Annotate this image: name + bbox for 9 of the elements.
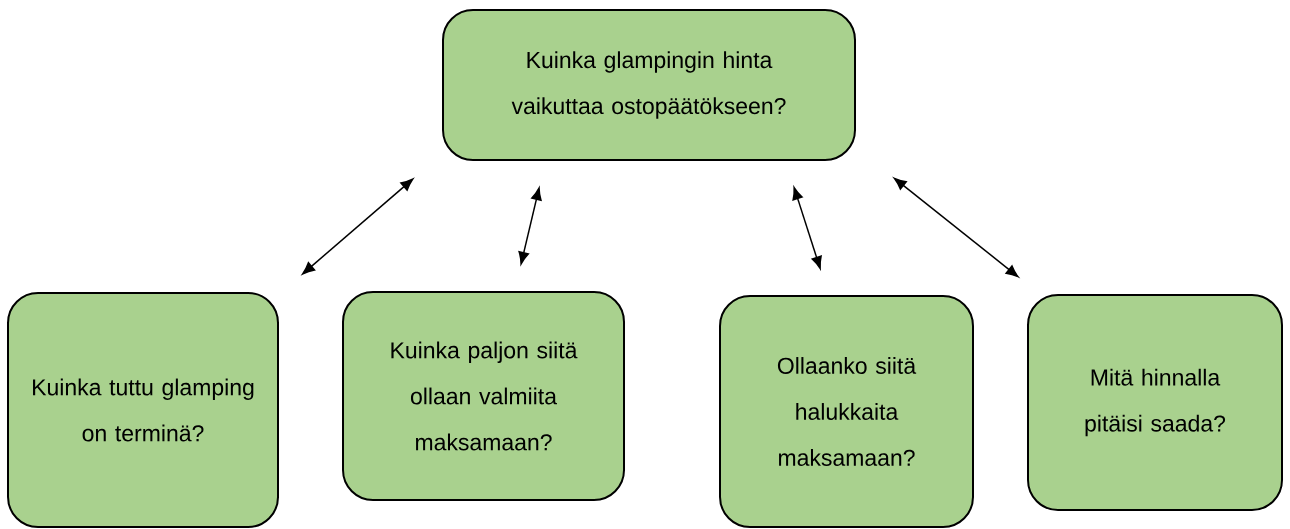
question-box: Kuinka glampingin hinta vaikuttaa ostopäätökseen? — [442, 9, 856, 161]
question-box: Kuinka paljon siitä ollaan valmiita maksamaan? — [342, 291, 625, 501]
arrow — [302, 178, 414, 275]
question-box: Kuinka tuttu glamping on terminä? — [7, 292, 279, 528]
arrow — [893, 177, 1019, 278]
question-box: Mitä hinnalla pitäisi saada? — [1027, 294, 1283, 511]
arrow — [792, 186, 822, 270]
arrow — [518, 187, 542, 265]
question-box: Ollaanko siitä halukkaita maksamaan? — [719, 295, 974, 528]
